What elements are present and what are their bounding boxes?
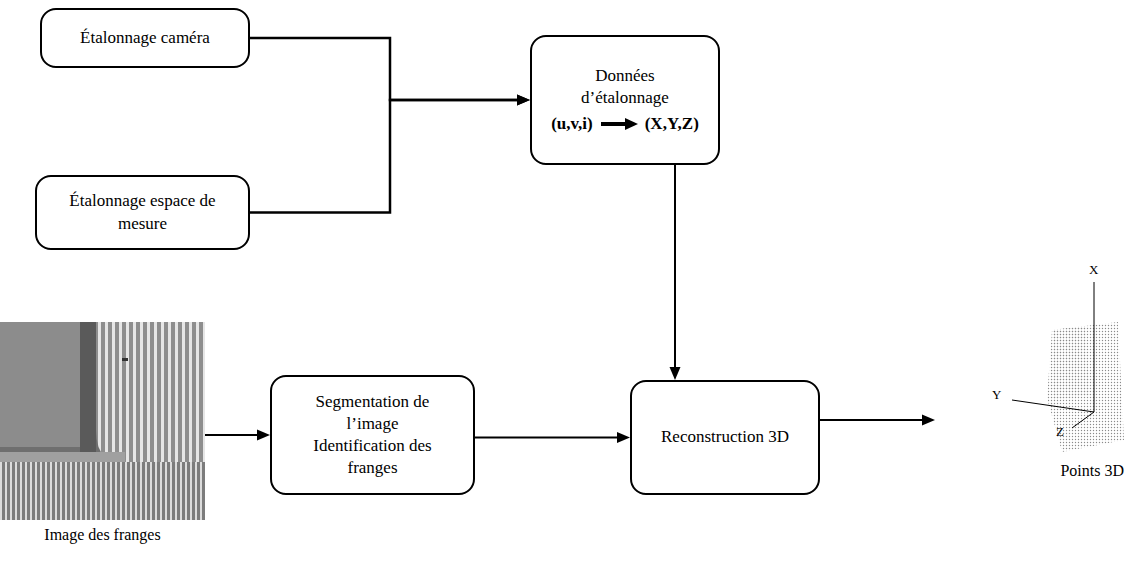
box-heading: Données d’étalonnage xyxy=(568,65,683,109)
illustration-frame: Points 3D xyxy=(935,290,1128,460)
box-text: Étalonnage caméra xyxy=(80,27,210,49)
illustration-frame: Image des franges xyxy=(0,322,205,520)
caption: Points 3D xyxy=(1060,462,1124,480)
connector-arrow xyxy=(250,95,530,213)
point-cloud xyxy=(1047,322,1124,452)
box-text: Reconstruction 3D xyxy=(661,426,789,448)
mapping-row: (u,v,i) (X,Y,Z) xyxy=(551,113,699,135)
box-text: Segmentation de l’image xyxy=(298,391,448,435)
connector-arrow xyxy=(250,38,530,106)
fringe-image xyxy=(0,322,205,520)
process-box: Reconstruction 3D xyxy=(630,380,820,495)
process-box: Étalonnage caméra xyxy=(40,8,250,68)
axes xyxy=(1012,282,1094,428)
coordinate-text: (u,v,i) xyxy=(551,113,593,135)
connector-arrow xyxy=(820,415,935,426)
connector-arrow xyxy=(670,165,681,380)
axis-label: Z xyxy=(1056,425,1064,438)
coordinate-text: (X,Y,Z) xyxy=(645,113,699,135)
caption: Image des franges xyxy=(44,526,160,544)
connector-arrow xyxy=(205,430,270,441)
process-box: Étalonnage espace de mesure xyxy=(35,175,250,250)
box-text: Étalonnage espace de mesure xyxy=(58,190,228,234)
connector-arrow xyxy=(475,432,630,443)
box-text: Identification des franges xyxy=(298,435,448,479)
mapping-arrow xyxy=(599,117,639,131)
axis-label: X xyxy=(1089,263,1098,276)
axis-label: Y xyxy=(992,388,1001,401)
process-box: Segmentation de l’imageIdentification de… xyxy=(270,375,475,495)
process-box: Données d’étalonnage (u,v,i) (X,Y,Z) xyxy=(530,35,720,165)
